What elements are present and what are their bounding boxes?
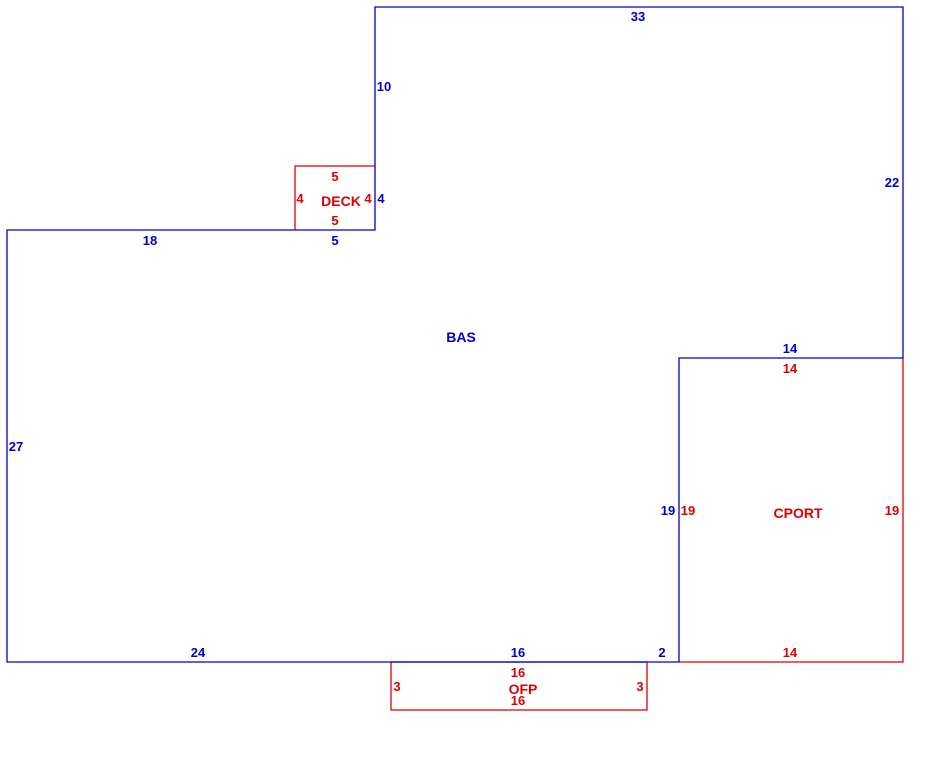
ofp-outline <box>390 662 648 711</box>
deck-dim-left: 4 <box>296 191 304 206</box>
ofp-dim-bottom: 16 <box>511 693 525 708</box>
cport-outline <box>679 358 904 663</box>
ofp-dim-right: 3 <box>636 679 643 694</box>
bas-dim-top: 33 <box>631 9 645 24</box>
cport-dim-top: 14 <box>783 361 798 376</box>
bas-dim-left: 27 <box>9 439 23 454</box>
bas-dim-left-top: 18 <box>143 233 157 248</box>
cport-dim-left: 19 <box>681 503 695 518</box>
bas-dim-cport-top: 14 <box>783 341 798 356</box>
deck-outline <box>294 165 375 230</box>
deck-dim-top: 5 <box>331 169 338 184</box>
bas-dim-deck-bottom: 5 <box>331 233 338 248</box>
bas-dim-right-upper: 22 <box>885 175 899 190</box>
bas-dim-cport-left: 19 <box>661 503 675 518</box>
bas-area-label: BAS <box>446 329 476 345</box>
cport-dim-right: 19 <box>885 503 899 518</box>
deck-area-label: DECK <box>321 193 361 209</box>
ofp-dim-top: 16 <box>511 665 525 680</box>
ofp-dim-left: 3 <box>393 679 400 694</box>
ofp-area-label: OFP <box>509 681 538 697</box>
bas-dim-deck-right: 4 <box>377 191 385 206</box>
bas-dim-bottom-left: 24 <box>191 645 206 660</box>
cport-dim-bottom: 14 <box>783 645 798 660</box>
cport-area-label: CPORT <box>774 505 823 521</box>
deck-dim-right: 4 <box>364 191 372 206</box>
deck-dim-bottom: 5 <box>331 213 338 228</box>
bas-dim-bottom-jog: 2 <box>658 645 665 660</box>
bas-outline <box>6 6 904 663</box>
bas-dim-upper-left: 10 <box>377 79 391 94</box>
bas-dim-bottom-mid: 16 <box>511 645 525 660</box>
